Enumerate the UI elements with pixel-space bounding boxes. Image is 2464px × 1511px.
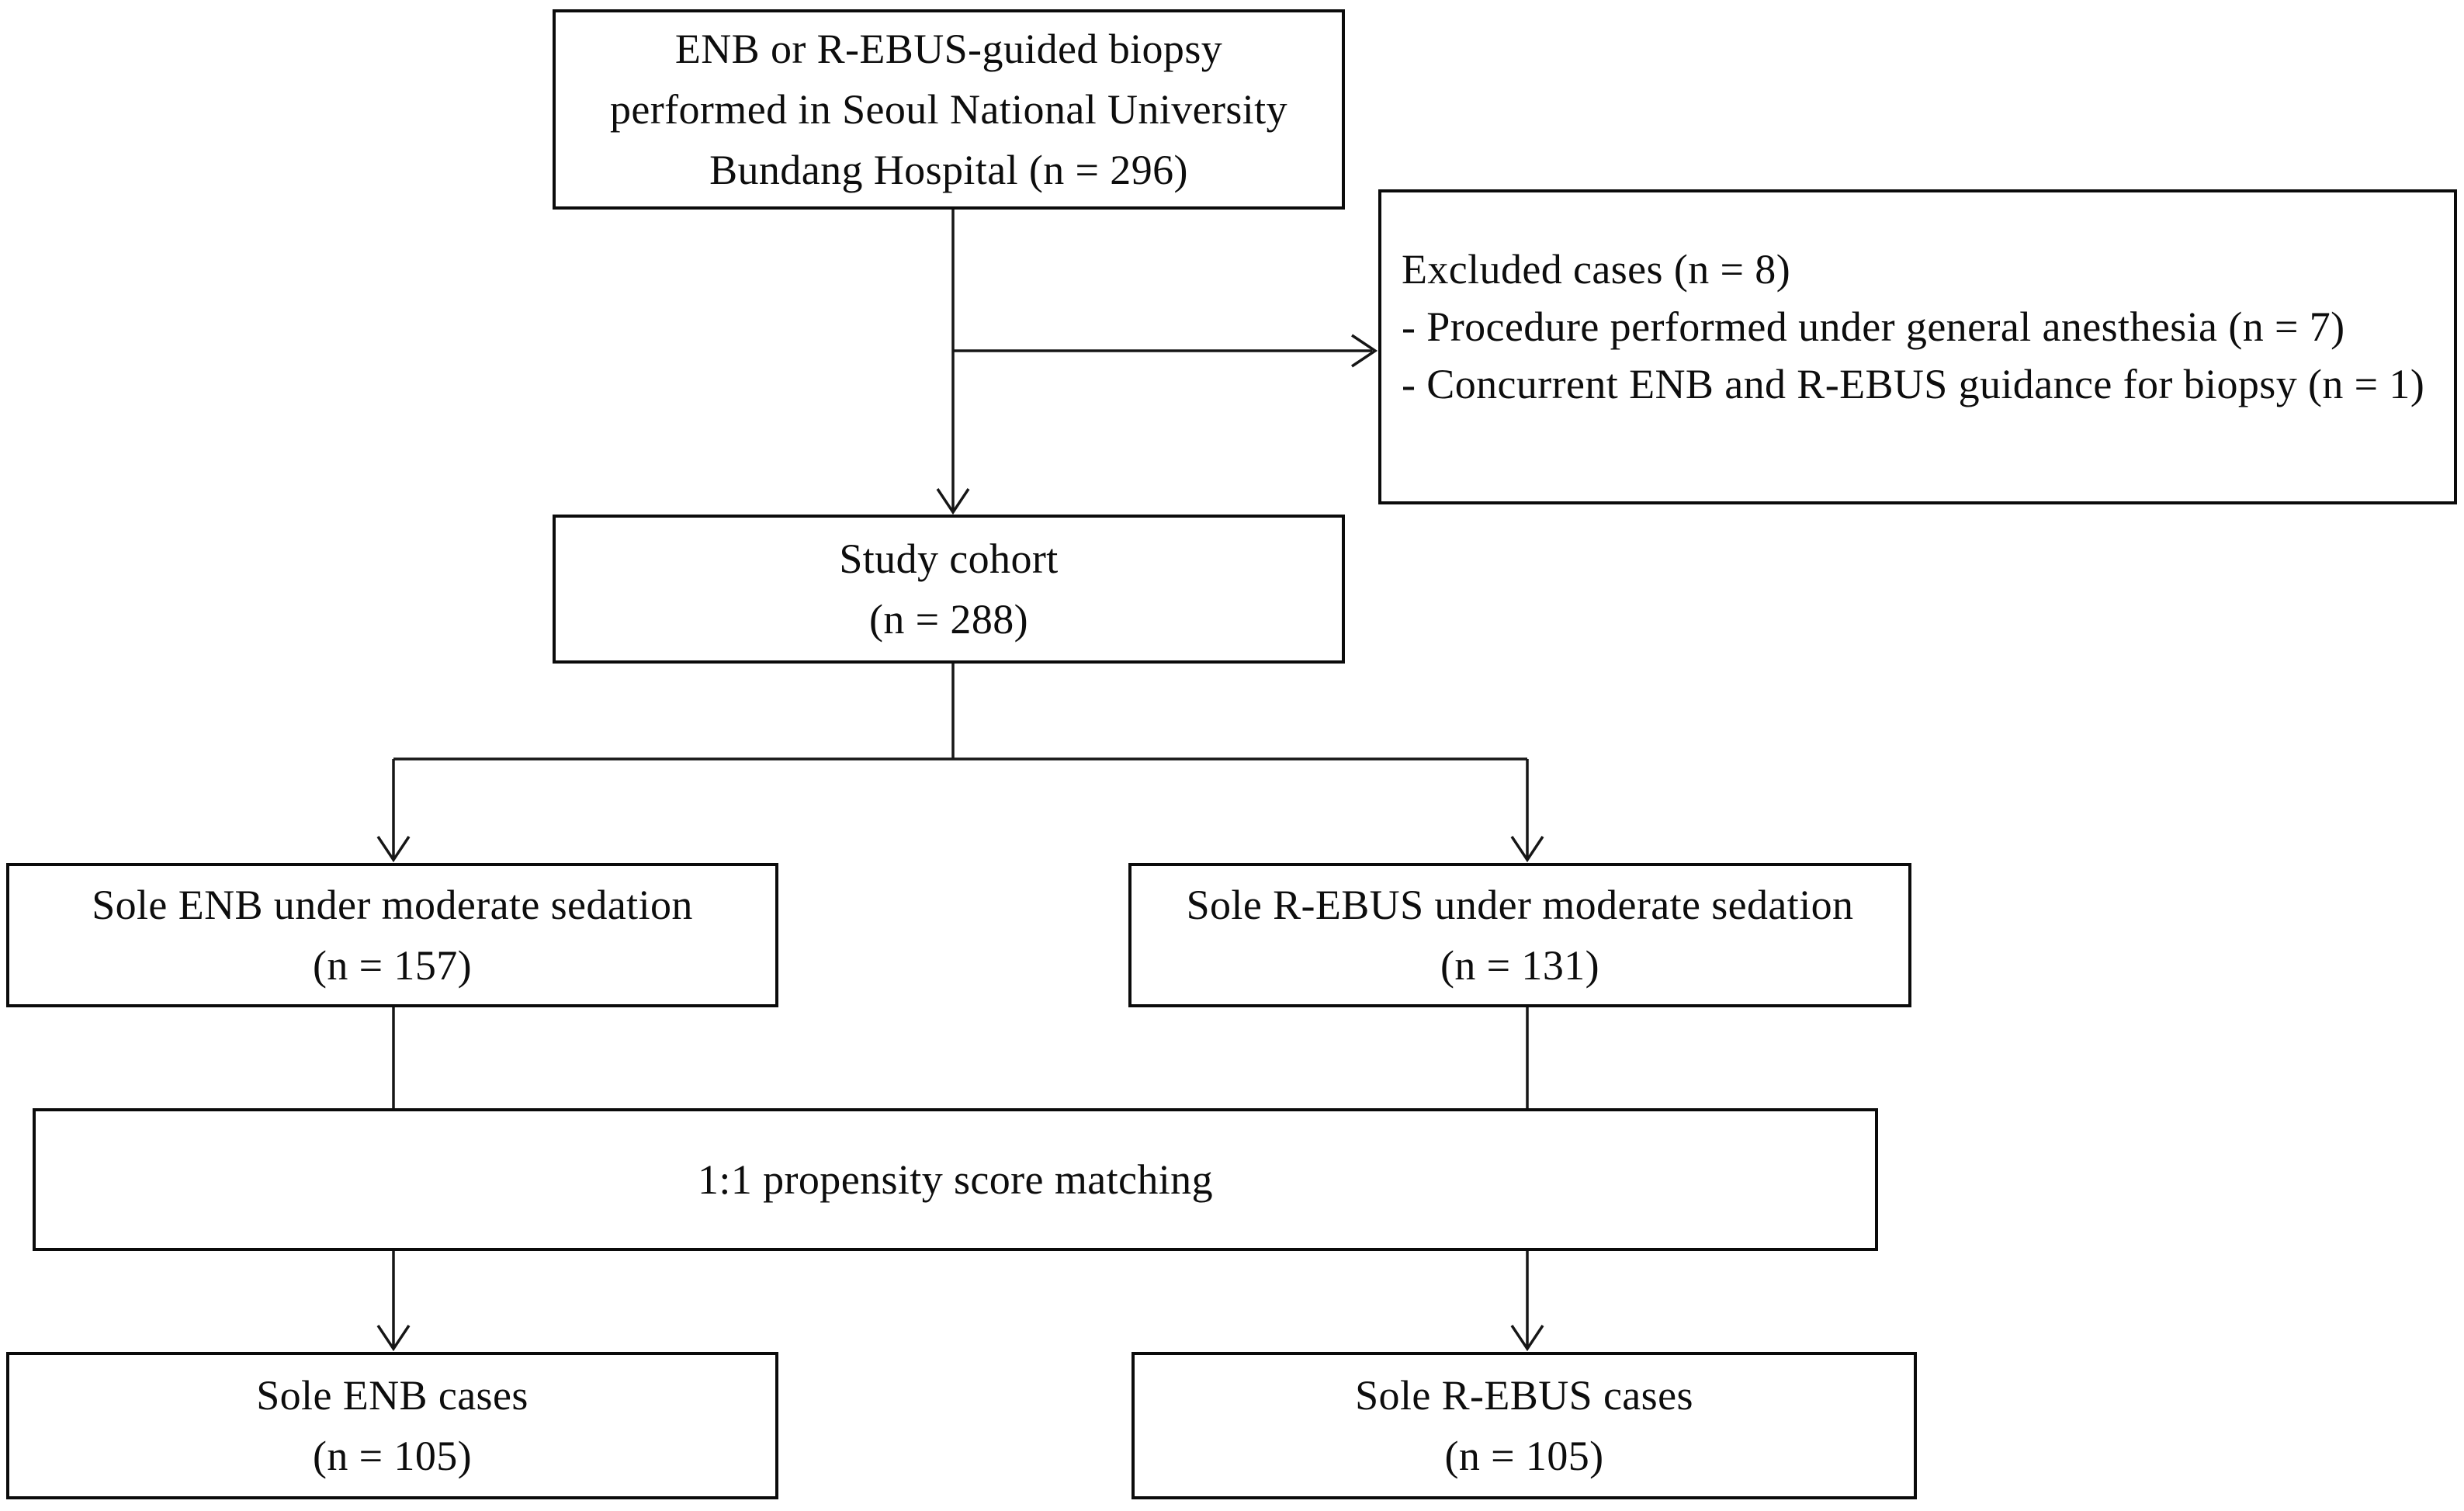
edge-cohort-to-sole-rebus: [1510, 759, 1544, 863]
node-sole-rebus-line-2: (n = 131): [1440, 942, 1600, 989]
edge-cohort-branch: [393, 664, 1527, 761]
node-sole-enb-cases-line-2: (n = 105): [312, 1433, 473, 1479]
arrowhead-down-icon: [376, 1325, 411, 1352]
node-sole-rebus-cases-line-2: (n = 105): [1444, 1433, 1604, 1479]
arrowhead-right-icon: [1351, 334, 1378, 368]
node-excluded-title: Excluded cases (n = 8): [1402, 246, 1791, 293]
node-study-cohort-line-1: Study cohort: [839, 535, 1059, 582]
node-sole-rebus-sedation: Sole R-EBUS under moderate sedation (n =…: [1128, 863, 1911, 1007]
node-enrollment-line-1: ENB or R-EBUS-guided biopsy: [674, 26, 1223, 72]
node-enrollment-line-3: Bundang Hospital (n = 296): [709, 147, 1188, 193]
node-sole-rebus-cases-line-1: Sole R-EBUS cases: [1355, 1372, 1693, 1419]
node-sole-enb-sedation: Sole ENB under moderate sedation (n = 15…: [6, 863, 778, 1007]
edge-matching-to-enb-cases: [376, 1251, 411, 1352]
edge-cohort-to-sole-enb: [376, 759, 411, 863]
arrowhead-down-icon: [936, 488, 970, 515]
node-study-cohort: Study cohort (n = 288): [553, 515, 1345, 664]
node-enrollment-line-2: performed in Seoul National University: [609, 86, 1287, 133]
arrowhead-down-icon: [376, 836, 411, 863]
node-sole-rebus-line-1: Sole R-EBUS under moderate sedation: [1186, 882, 1854, 928]
edge-matching-to-rebus-cases: [1510, 1251, 1544, 1352]
node-study-cohort-line-2: (n = 288): [868, 596, 1029, 643]
node-sole-enb-cases-line-1: Sole ENB cases: [256, 1372, 528, 1419]
node-sole-enb-line-2: (n = 157): [312, 942, 473, 989]
node-enrollment: ENB or R-EBUS-guided biopsy performed in…: [553, 9, 1345, 210]
node-sole-rebus-cases: Sole R-EBUS cases (n = 105): [1131, 1352, 1917, 1499]
arrowhead-down-icon: [1510, 1325, 1544, 1352]
node-excluded-cases: Excluded cases (n = 8) - Procedure perfo…: [1378, 189, 2457, 504]
node-propensity-matching-label: 1:1 propensity score matching: [698, 1156, 1213, 1203]
node-excluded-item-2: - Concurrent ENB and R-EBUS guidance for…: [1402, 361, 2425, 407]
edge-enrollment-to-excluded: [953, 334, 1378, 368]
arrowhead-down-icon: [1510, 836, 1544, 863]
node-excluded-item-1: - Procedure performed under general anes…: [1402, 303, 2345, 350]
node-sole-enb-cases: Sole ENB cases (n = 105): [6, 1352, 778, 1499]
node-propensity-matching: 1:1 propensity score matching: [33, 1108, 1878, 1251]
node-sole-enb-line-1: Sole ENB under moderate sedation: [92, 882, 693, 928]
edge-enrollment-to-cohort: [936, 210, 970, 515]
